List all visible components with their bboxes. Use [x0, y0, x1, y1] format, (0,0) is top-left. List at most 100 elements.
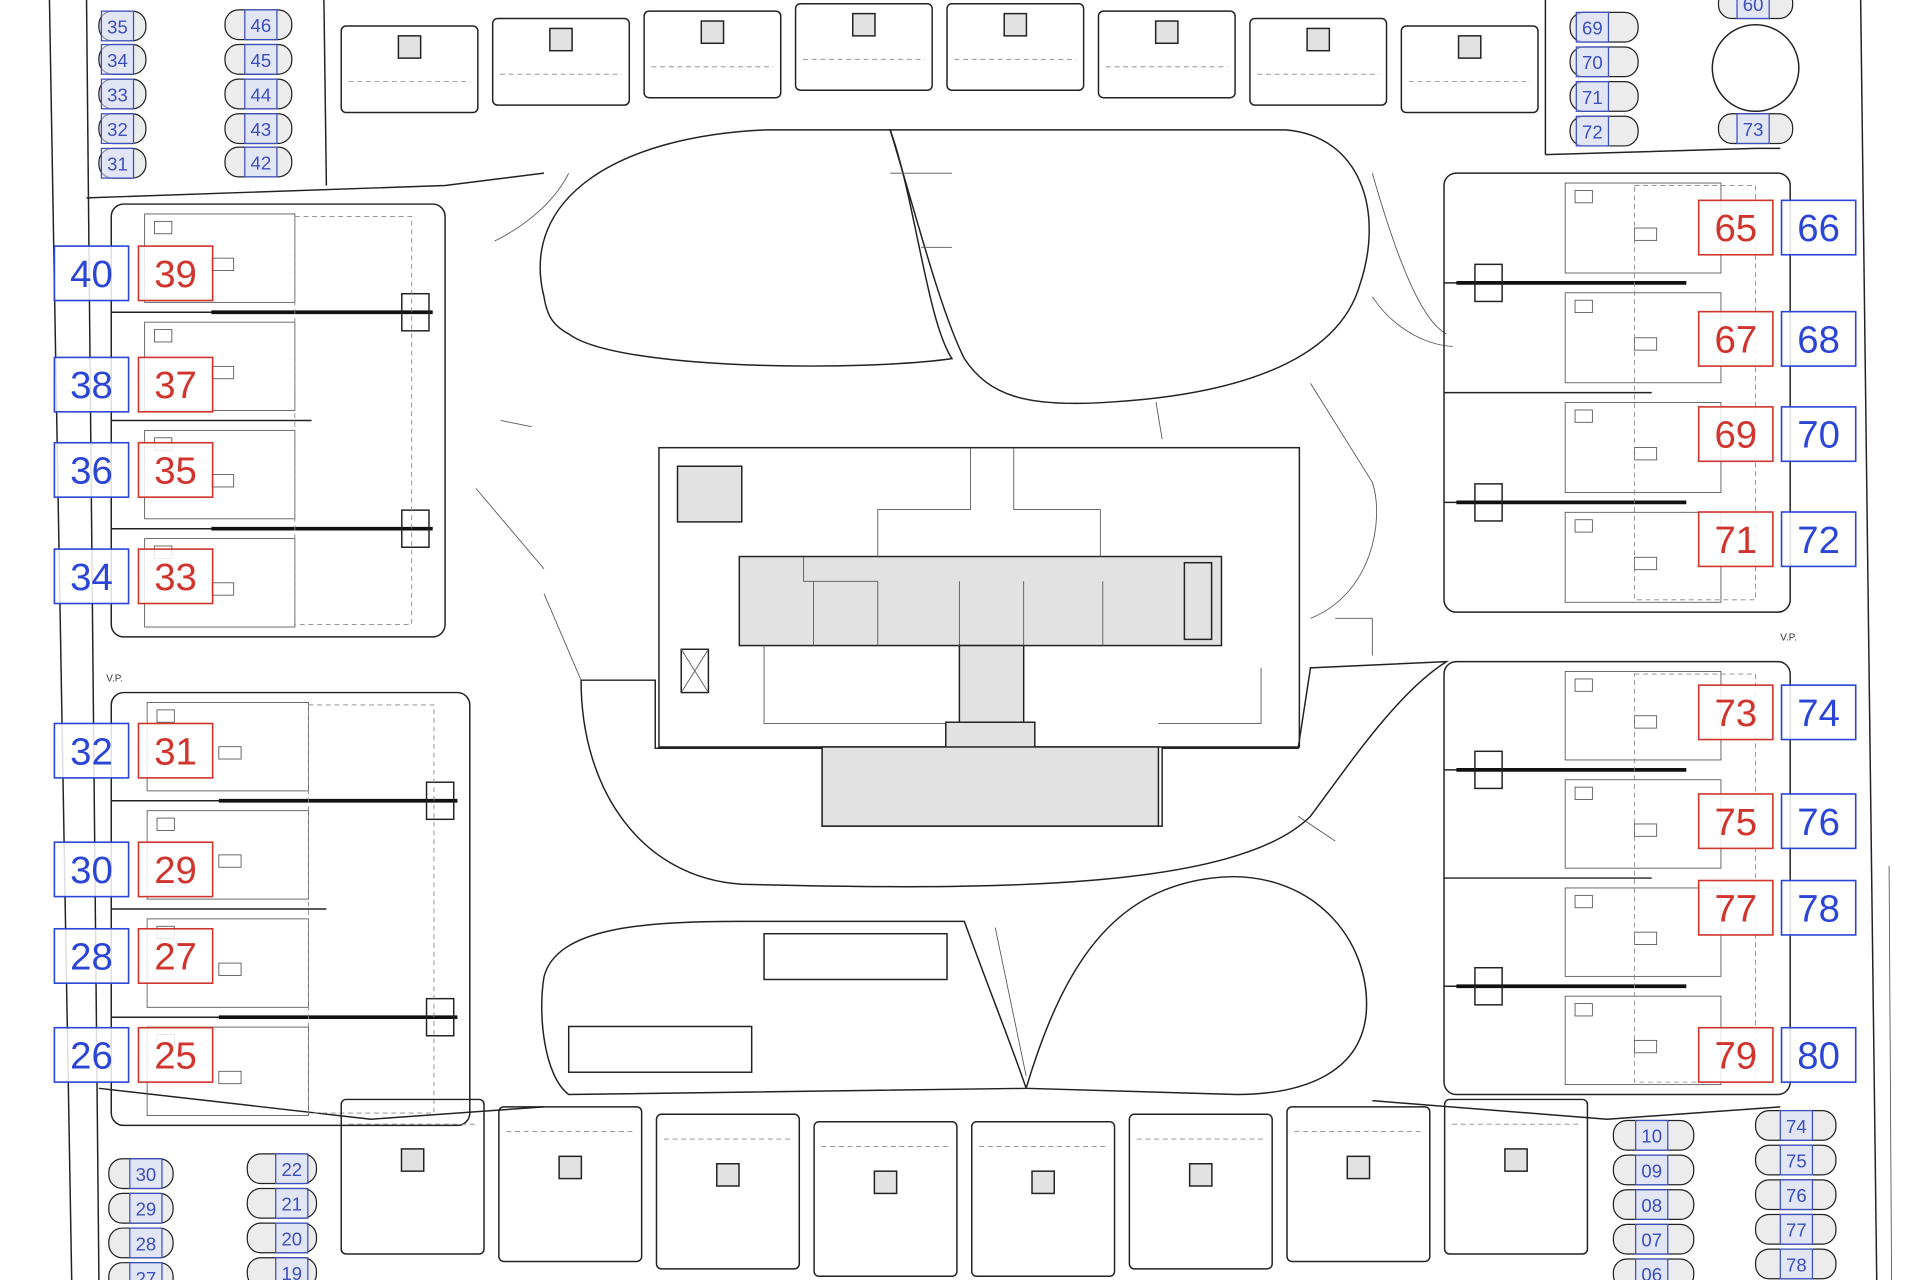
plot-label[interactable]: 40 [53, 245, 130, 302]
parking-label-box [275, 1257, 309, 1280]
parking-label-box [1575, 46, 1610, 78]
plot-label[interactable]: 71 [1697, 511, 1774, 568]
terraced-unit [971, 1120, 1116, 1278]
plot-label[interactable]: 29 [137, 841, 214, 898]
plot-number: 69 [1714, 414, 1757, 457]
plot-label[interactable]: 28 [53, 927, 130, 984]
plot-label[interactable]: 70 [1780, 406, 1857, 463]
parking-label-box [244, 78, 278, 110]
parking-label-box [100, 113, 135, 145]
terraced-unit-blocks [110, 2, 1791, 1278]
plot-label[interactable]: 36 [53, 441, 130, 498]
plot-label[interactable]: 66 [1780, 199, 1857, 256]
parking-number: 30 [136, 1164, 157, 1185]
parking-label-box [244, 9, 278, 41]
terraced-unit [340, 1098, 485, 1255]
plot-number: 80 [1797, 1035, 1840, 1078]
plot-number: 73 [1714, 692, 1757, 735]
terraced-unit [1286, 1106, 1431, 1263]
parking-label-box [1736, 113, 1770, 145]
plot-label[interactable]: 26 [53, 1026, 130, 1083]
plot-number: 68 [1797, 318, 1840, 361]
parking-label-box [275, 1187, 309, 1219]
plot-number: 72 [1797, 519, 1840, 562]
plot-label[interactable]: 73 [1697, 684, 1774, 741]
plot-label[interactable]: 30 [53, 841, 130, 898]
parking-label-box [129, 1262, 163, 1280]
plot-number: 75 [1714, 801, 1757, 844]
plot-label[interactable]: 38 [53, 356, 130, 413]
parking-label-box [129, 1158, 163, 1190]
plot-label[interactable]: 34 [53, 548, 130, 605]
parking-label-box [244, 43, 278, 75]
parking-number: 76 [1786, 1185, 1807, 1206]
parking-number: 28 [136, 1233, 157, 1254]
plot-label[interactable]: 32 [53, 722, 130, 779]
plot-label[interactable]: 80 [1780, 1026, 1857, 1083]
plot-number: 38 [70, 364, 113, 407]
plot-number: 26 [70, 1035, 113, 1078]
plot-label[interactable]: 31 [137, 722, 214, 779]
parking-label-box [1575, 11, 1610, 43]
terraced-unit [1443, 1098, 1589, 1255]
plot-label[interactable]: 69 [1697, 406, 1774, 463]
parking-number: 21 [281, 1194, 302, 1215]
plot-label[interactable]: 75 [1697, 793, 1774, 850]
parking-label-box [1635, 1154, 1669, 1186]
plot-label[interactable]: 68 [1780, 310, 1857, 367]
parking-number: 70 [1582, 52, 1603, 73]
plot-label[interactable]: 25 [137, 1026, 214, 1083]
terraced-unit [655, 1113, 801, 1270]
parking-label-box [100, 43, 135, 75]
plot-number: 34 [70, 556, 113, 599]
parking-label-box [1736, 0, 1770, 20]
parking-label-box [1635, 1258, 1669, 1280]
plot-label[interactable]: 39 [137, 245, 214, 302]
plot-label[interactable]: 65 [1697, 199, 1774, 256]
plot-label[interactable]: 76 [1780, 793, 1857, 850]
parking-number: 35 [107, 16, 128, 37]
plot-number: 67 [1714, 318, 1757, 361]
plot-label[interactable]: 27 [137, 927, 214, 984]
parking-number: 09 [1641, 1160, 1662, 1181]
plot-label[interactable]: 33 [137, 548, 214, 605]
parking-label-box [1779, 1213, 1814, 1245]
parking-number: 69 [1582, 18, 1603, 39]
roundabout [1711, 23, 1800, 113]
plot-number: 32 [70, 730, 113, 773]
plot-label[interactable]: 72 [1780, 511, 1857, 568]
plot-label[interactable]: 79 [1697, 1026, 1774, 1083]
parking-label-box [244, 113, 278, 145]
plot-number: 27 [154, 936, 197, 979]
landscape-paths [475, 129, 1453, 1096]
plot-label[interactable]: 67 [1697, 310, 1774, 367]
parking-label-box [275, 1222, 309, 1254]
plot-number: 71 [1714, 519, 1757, 562]
parking-number: 42 [251, 152, 272, 173]
parking-number: 78 [1786, 1254, 1807, 1275]
parking-label-box [129, 1192, 163, 1224]
parking-label-box [1635, 1119, 1669, 1151]
terraced-unit [813, 1120, 958, 1278]
plot-label[interactable]: 77 [1697, 879, 1774, 936]
parking-label-box [1635, 1189, 1669, 1221]
parking-number: 22 [281, 1159, 302, 1180]
parking-number: 71 [1582, 87, 1603, 108]
parking-label-box [1779, 1179, 1814, 1211]
plot-label[interactable]: 37 [137, 356, 214, 413]
parking-number: 43 [251, 119, 272, 140]
plot-number: 79 [1714, 1035, 1757, 1078]
plot-number: 36 [70, 450, 113, 493]
plot-number: 70 [1797, 414, 1840, 457]
parking-label-box [1575, 81, 1610, 112]
vp-annotation: V.P. [1780, 633, 1796, 644]
terraced-unit [1400, 25, 1539, 114]
plot-label[interactable]: 35 [137, 441, 214, 498]
plot-label[interactable]: 78 [1780, 879, 1857, 936]
plot-label[interactable]: 74 [1780, 684, 1857, 741]
plot-number: 66 [1797, 207, 1840, 250]
plot-number: 78 [1797, 887, 1840, 930]
parking-number: 32 [107, 119, 128, 140]
plot-number: 31 [154, 730, 197, 773]
